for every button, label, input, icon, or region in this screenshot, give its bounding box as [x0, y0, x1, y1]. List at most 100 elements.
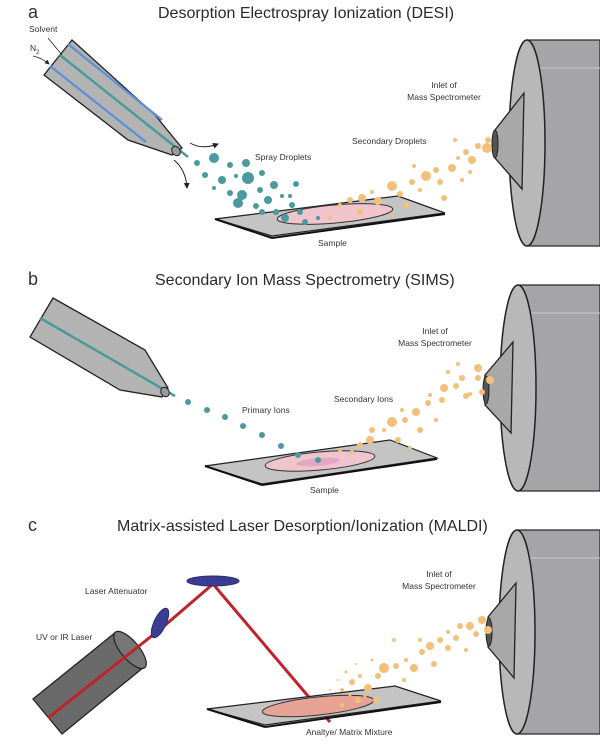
spray-droplet — [289, 202, 295, 208]
spray-droplet — [242, 159, 250, 167]
panel-b-sims: b Secondary Ion Mass Spectrometry (SIMS)… — [28, 269, 600, 495]
secondary-droplet — [418, 188, 422, 192]
secondary-ion — [369, 427, 375, 433]
desorbed-ion — [453, 635, 459, 641]
secondary-droplet — [338, 203, 342, 207]
inlet-label-c-1: Inlet of — [426, 569, 452, 579]
uv-ir-laser — [32, 630, 147, 735]
desorbed-ion — [392, 638, 396, 642]
desorbed-ion — [393, 663, 399, 669]
panel-letter-b: b — [28, 269, 38, 289]
secondary-ion — [463, 393, 469, 399]
spray-droplet — [227, 162, 233, 168]
primary-ion — [240, 423, 246, 429]
desorbed-ions-plume — [329, 616, 492, 707]
desorbed-ion — [404, 658, 408, 662]
desorbed-ion — [355, 697, 361, 703]
sample-label-b: Sample — [310, 485, 339, 495]
desorbed-ion — [340, 703, 344, 707]
secondary-droplet — [403, 202, 409, 208]
inlet-label-b-2: Mass Spectrometer — [398, 338, 472, 348]
desorbed-ion — [457, 623, 463, 629]
spray-droplet — [259, 209, 265, 215]
desorbed-ion — [344, 670, 348, 674]
secondary-ion — [486, 376, 494, 384]
secondary-droplet — [485, 137, 491, 143]
spray-droplet — [212, 186, 216, 190]
secondary-ion — [459, 375, 465, 381]
solvent-pointer — [47, 37, 63, 56]
secondary-ion — [468, 392, 472, 396]
desorbed-ion — [340, 688, 344, 692]
panel-letter-a: a — [28, 2, 39, 22]
secondary-droplet — [433, 167, 439, 173]
primary-ions-label: Primary Ions — [242, 405, 290, 415]
panel-a-desi: a Desorption Electrospray Ionization (DE… — [28, 2, 600, 248]
laser-attenuator-label: Laser Attenuator — [85, 586, 148, 596]
primary-ions — [185, 399, 321, 463]
secondary-ion — [417, 427, 423, 433]
spray-droplets-label: Spray Droplets — [255, 152, 311, 162]
secondary-ion — [400, 408, 404, 412]
secondary-droplet — [475, 143, 481, 149]
secondary-ion — [382, 428, 386, 432]
spray-droplet — [242, 172, 254, 184]
secondary-ion — [357, 442, 363, 448]
secondary-droplets — [328, 137, 492, 220]
secondary-ion — [350, 450, 354, 454]
secondary-droplet — [370, 190, 374, 194]
secondary-ion — [387, 417, 397, 427]
secondary-ion — [446, 370, 450, 374]
spray-droplet — [237, 190, 247, 200]
spray-droplet — [302, 219, 308, 225]
desorbed-ion — [464, 648, 468, 652]
primary-ion — [204, 407, 210, 413]
gas-flow-arrow-icon — [173, 159, 190, 189]
desi-sprayer-nozzle — [43, 39, 189, 158]
desorbed-ion — [349, 679, 355, 685]
solvent-label: Solvent — [29, 24, 58, 34]
panel-title-desi: Desorption Electrospray Ionization (DESI… — [158, 5, 454, 22]
sample-label-a: Sample — [318, 238, 347, 248]
desorbed-ion — [337, 679, 339, 681]
spray-droplet — [233, 198, 243, 208]
spray-droplet — [293, 181, 299, 187]
secondary-droplet — [328, 216, 332, 220]
secondary-ion — [479, 389, 485, 395]
primary-ion — [278, 443, 284, 449]
primary-ion — [222, 414, 228, 420]
secondary-ion — [395, 437, 401, 443]
desorbed-ion — [418, 638, 422, 642]
mass-spectrometer-b — [482, 284, 600, 492]
secondary-ion — [456, 362, 460, 366]
desorbed-ion — [426, 642, 434, 650]
spray-droplet — [209, 153, 219, 163]
spray-droplet — [280, 194, 284, 198]
panel-c-maldi: c Matrix-assisted Laser Desorption/Ioniz… — [28, 515, 600, 737]
secondary-droplet — [482, 143, 492, 153]
desorbed-ion — [358, 674, 362, 678]
secondary-ion — [440, 384, 448, 392]
secondary-droplet — [460, 178, 464, 182]
secondary-droplet — [437, 179, 443, 185]
secondary-droplet — [468, 156, 476, 164]
desorbed-ion — [445, 645, 451, 651]
secondary-ion — [428, 393, 432, 397]
inlet-label-a-1: Inlet of — [431, 80, 457, 90]
spray-droplet — [297, 209, 303, 215]
desorbed-ion — [484, 626, 492, 634]
secondary-droplet — [374, 197, 382, 205]
secondary-ion — [475, 375, 481, 381]
spray-droplet — [227, 190, 233, 196]
spray-droplet — [234, 174, 238, 178]
secondary-ion — [474, 364, 482, 372]
spray-droplet — [257, 187, 263, 193]
desorbed-ion — [437, 637, 443, 643]
mass-spectrometer-a — [491, 39, 600, 247]
mass-spectrometer-c — [485, 529, 600, 735]
laser-mirror — [186, 575, 240, 587]
primary-ion — [295, 452, 301, 458]
panel-title-maldi: Matrix-assisted Laser Desorption/Ionizat… — [117, 518, 488, 535]
primary-ion — [259, 432, 265, 438]
